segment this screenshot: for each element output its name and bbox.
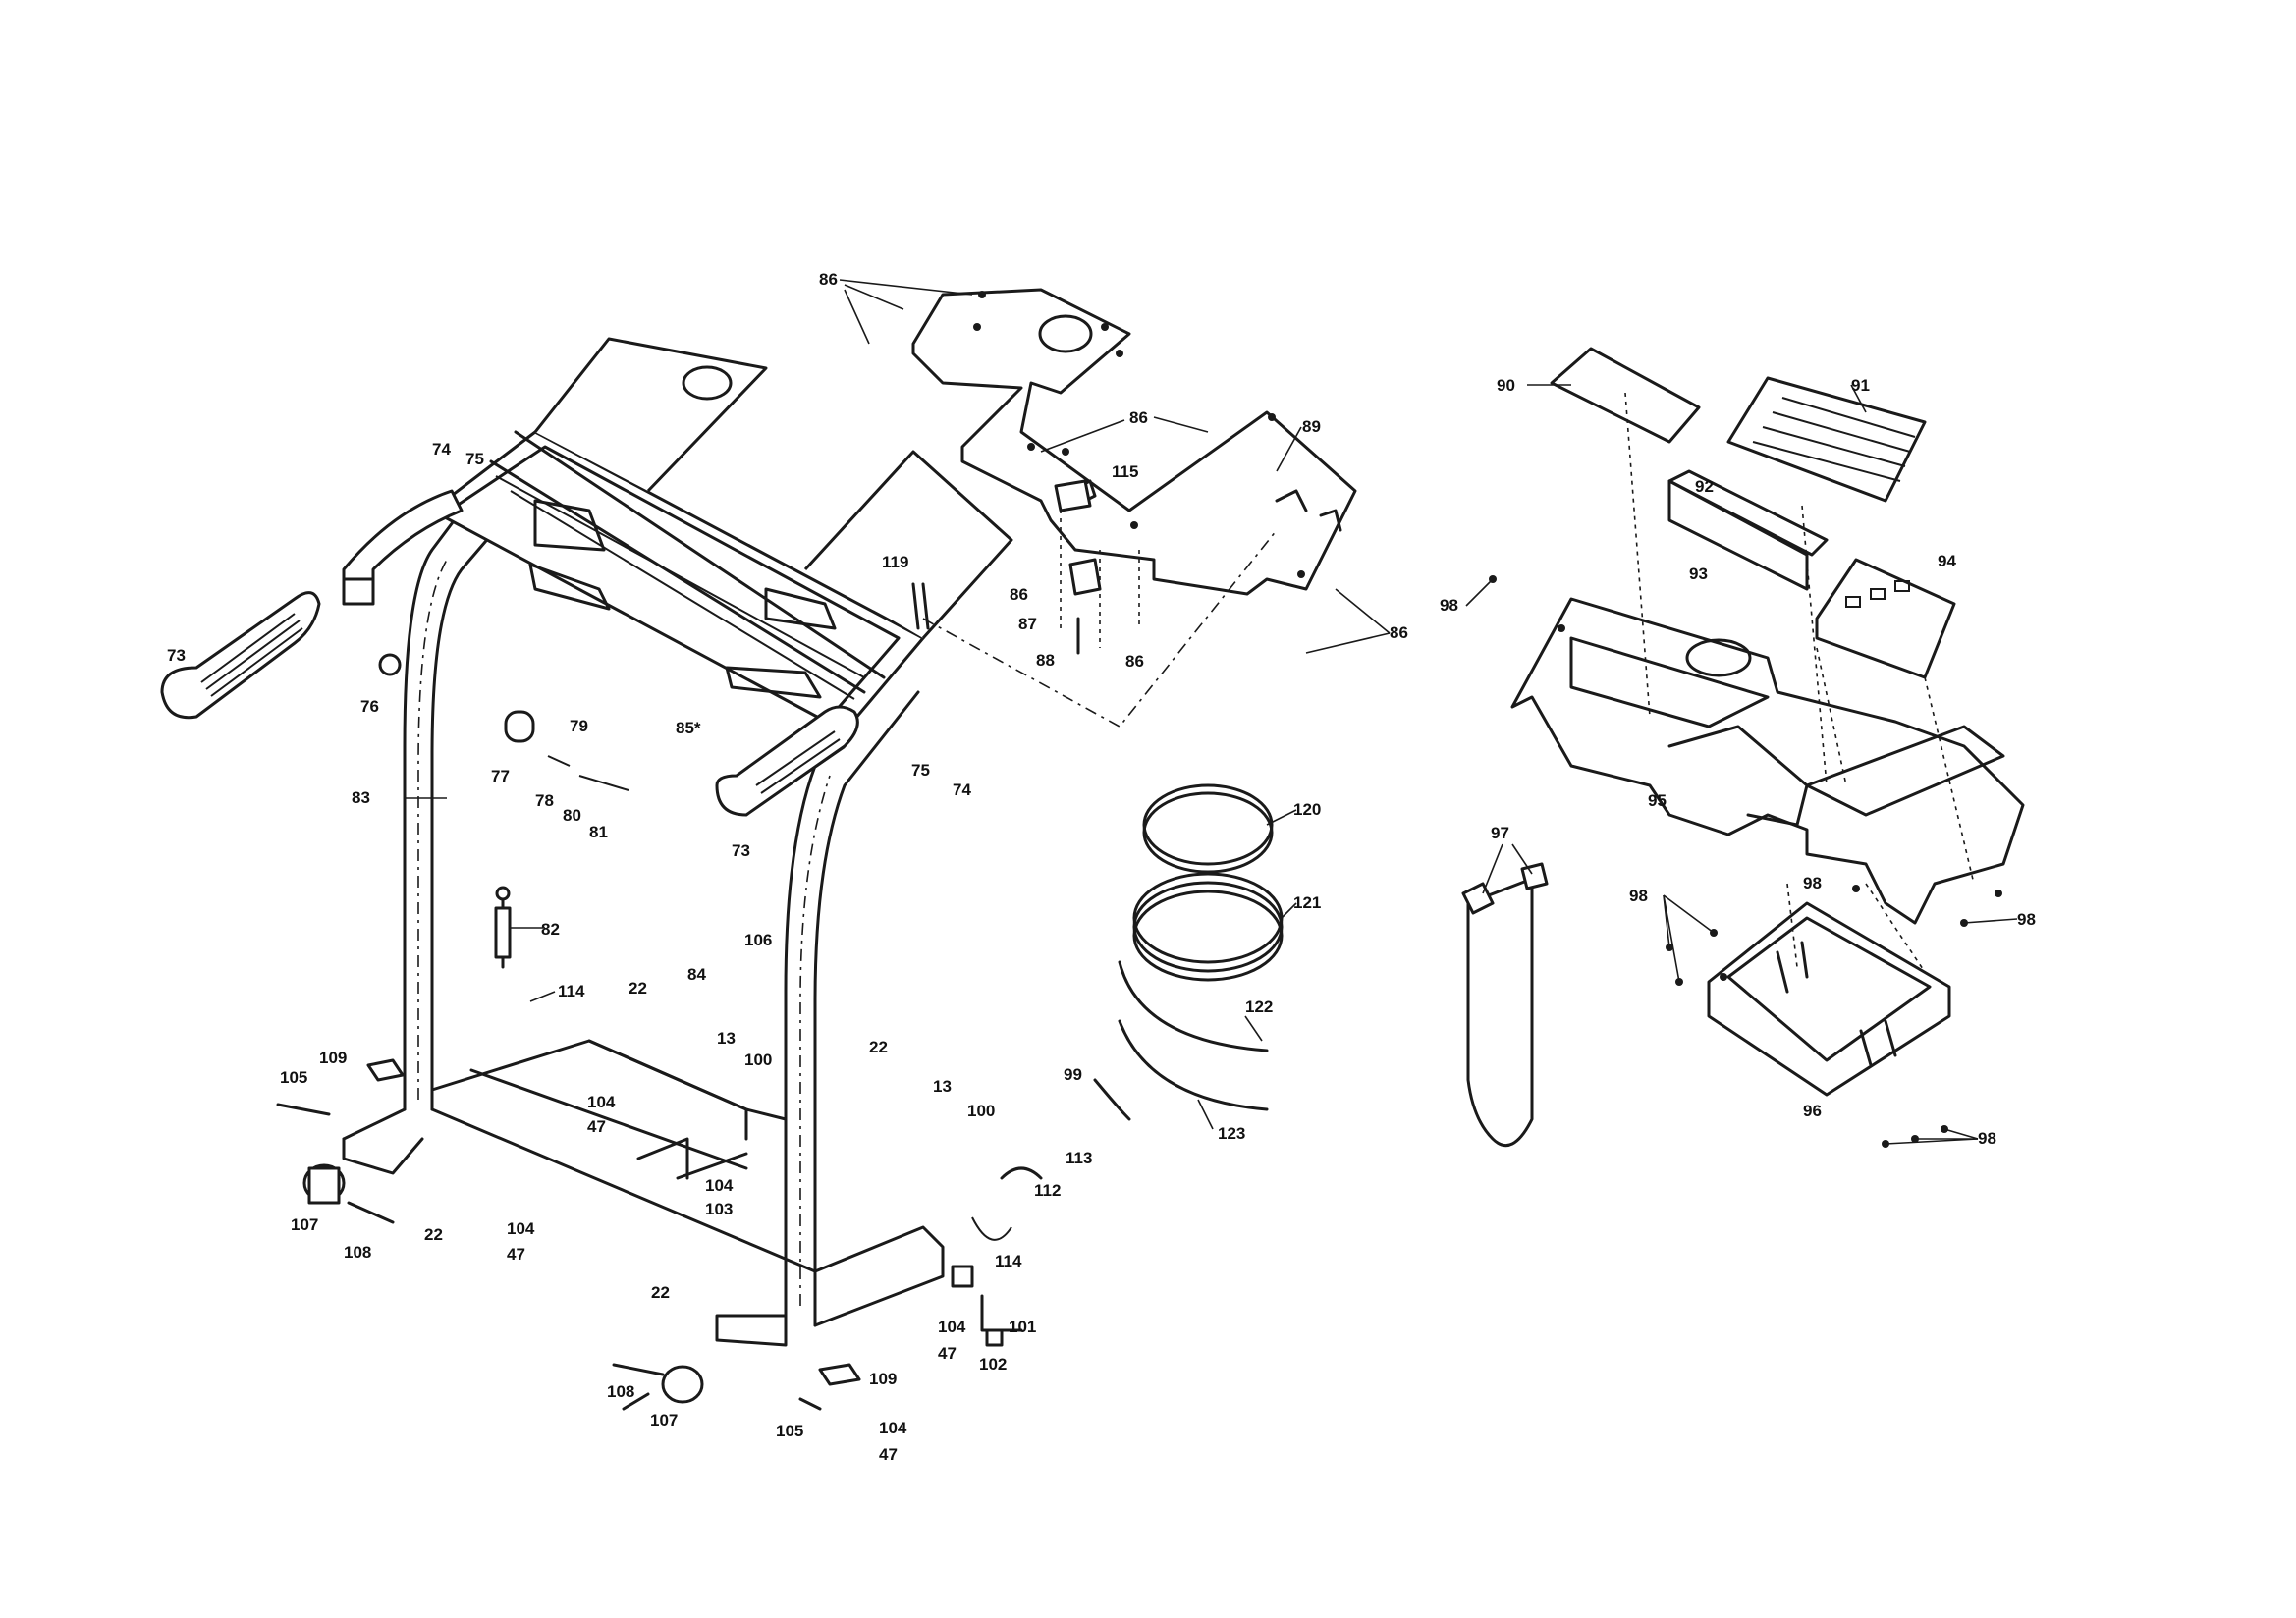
callout-86-a: 86 (1010, 585, 1028, 604)
upright-frame-drawing (160, 337, 1043, 1411)
callout-22-b: 22 (869, 1038, 888, 1056)
callout-94: 94 (1938, 552, 1956, 570)
callout-77: 77 (491, 767, 510, 785)
callout-81: 81 (589, 823, 608, 841)
callout-98-c: 98 (2017, 910, 2036, 929)
callout-108-b: 108 (607, 1382, 634, 1401)
callout-86-top: 86 (819, 270, 838, 289)
callout-122: 122 (1245, 998, 1273, 1016)
callout-83: 83 (352, 788, 370, 807)
callout-104-a: 104 (587, 1093, 616, 1111)
callout-104-c: 104 (507, 1219, 535, 1238)
callout-86-mid: 86 (1129, 408, 1148, 427)
callout-47-c: 47 (938, 1344, 957, 1363)
callout-108-a: 108 (344, 1243, 371, 1262)
callout-123: 123 (1218, 1124, 1245, 1143)
callout-104-e: 104 (879, 1419, 907, 1437)
callout-75-right: 75 (911, 761, 930, 780)
console-drawing (1461, 347, 2025, 1148)
callout-74-left: 74 (432, 440, 451, 458)
callout-98-e: 98 (1978, 1129, 1996, 1148)
callout-86-right: 86 (1390, 623, 1408, 642)
callout-101: 101 (1009, 1318, 1036, 1336)
callout-74-right: 74 (953, 781, 971, 799)
callout-98-a: 98 (1440, 596, 1458, 615)
motor-hood-drawing (911, 288, 1357, 728)
callout-85: 85* (676, 719, 701, 737)
callout-105-b: 105 (776, 1422, 803, 1440)
callout-107-a: 107 (291, 1215, 318, 1234)
callout-97: 97 (1491, 824, 1509, 842)
callout-13-a: 13 (717, 1029, 736, 1048)
callout-47-d: 47 (879, 1445, 898, 1464)
callout-73-left: 73 (167, 646, 186, 665)
callout-102: 102 (979, 1355, 1007, 1374)
callout-88: 88 (1036, 651, 1055, 670)
callout-105-a: 105 (280, 1068, 307, 1087)
callout-22-a: 22 (629, 979, 647, 998)
callout-73-right: 73 (732, 841, 750, 860)
callout-89: 89 (1302, 417, 1321, 436)
callout-22-c: 22 (424, 1225, 443, 1244)
callout-98-b: 98 (1803, 874, 1822, 892)
callout-113: 113 (1066, 1149, 1092, 1167)
callout-labels: 73 74 75 76 77 78 79 80 81 82 83 84 85* … (167, 270, 2036, 1464)
callout-22-d: 22 (651, 1283, 670, 1302)
callout-84: 84 (687, 965, 706, 984)
callout-120: 120 (1293, 800, 1321, 819)
callout-99: 99 (1064, 1065, 1082, 1084)
callout-114-a: 114 (558, 982, 585, 1000)
callout-76: 76 (360, 697, 379, 716)
callout-91: 91 (1851, 376, 1870, 395)
callout-95: 95 (1648, 791, 1667, 810)
callout-75-left: 75 (465, 450, 484, 468)
callout-96: 96 (1803, 1102, 1822, 1120)
callout-112: 112 (1034, 1181, 1061, 1200)
callout-104-b: 104 (705, 1176, 734, 1195)
callout-109-a: 109 (319, 1049, 347, 1067)
callout-98-d: 98 (1629, 887, 1648, 905)
callout-90: 90 (1497, 376, 1515, 395)
callout-100-b: 100 (967, 1102, 995, 1120)
callout-47-a: 47 (587, 1117, 606, 1136)
belts-and-wires-drawing (1093, 783, 1284, 1121)
callout-109-b: 109 (869, 1370, 897, 1388)
callout-121: 121 (1293, 893, 1321, 912)
callout-100-a: 100 (744, 1051, 772, 1069)
callout-93: 93 (1689, 565, 1708, 583)
callout-78: 78 (535, 791, 554, 810)
callout-80: 80 (563, 806, 581, 825)
callout-115: 115 (1112, 462, 1138, 481)
callout-104-d: 104 (938, 1318, 966, 1336)
callout-leader-lines (405, 279, 2018, 1145)
callout-13-b: 13 (933, 1077, 952, 1096)
callout-47-b: 47 (507, 1245, 525, 1264)
callout-119: 119 (882, 553, 908, 571)
callout-106: 106 (744, 931, 772, 949)
callout-92: 92 (1695, 477, 1714, 496)
callout-79: 79 (570, 717, 588, 735)
callout-87: 87 (1018, 615, 1037, 633)
callout-103: 103 (705, 1200, 733, 1218)
callout-86-b: 86 (1125, 652, 1144, 671)
callout-82: 82 (541, 920, 560, 939)
callout-107-b: 107 (650, 1411, 678, 1429)
callout-114-b: 114 (995, 1252, 1022, 1270)
